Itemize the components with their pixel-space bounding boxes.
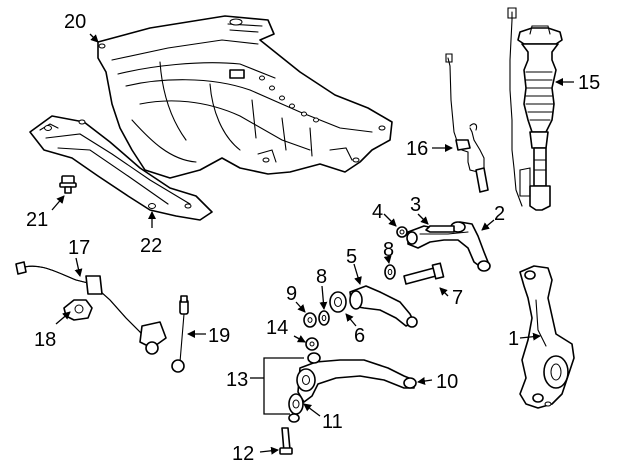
bracket-13: [263, 357, 304, 415]
leader-17: [74, 257, 83, 277]
lower-arm-bolt: [279, 427, 293, 455]
lower-arm-washer: [307, 352, 321, 364]
callout-9: 9: [286, 283, 297, 305]
callout-8b: 8: [316, 266, 327, 288]
leader-6: [345, 313, 357, 327]
lower-arm-bushing: [288, 393, 304, 423]
callout-5: 5: [346, 246, 357, 268]
air-strut: [507, 7, 563, 211]
lower-control-arm: [296, 359, 417, 403]
callout-6: 6: [354, 325, 365, 347]
steering-knuckle: [519, 265, 575, 409]
subframe: [97, 15, 393, 179]
leader-8a: [383, 255, 392, 264]
leader-21: [51, 195, 65, 211]
leader-3: [417, 213, 429, 225]
washer-upper: [384, 264, 396, 280]
leader-8b: [319, 285, 328, 310]
lower-arm-nut: [305, 337, 319, 351]
callout-18: 18: [34, 329, 56, 351]
callout-8a: 8: [383, 239, 394, 261]
tension-strut: [329, 285, 418, 328]
callout-19: 19: [208, 325, 230, 347]
callout-16: 16: [406, 138, 428, 160]
callout-2: 2: [494, 203, 505, 225]
callout-4: 4: [372, 201, 383, 223]
leader-14: [293, 335, 306, 343]
callout-14: 14: [266, 317, 288, 339]
leader-11: [303, 403, 321, 417]
stabilizer-bar: [15, 261, 167, 355]
callout-20: 20: [64, 11, 86, 33]
callout-22: 22: [140, 235, 162, 257]
cam-bolt: [403, 262, 445, 285]
stabilizer-bushing: [63, 299, 93, 321]
callout-7: 7: [452, 287, 463, 309]
sensor-wire: [445, 53, 489, 193]
upper-arm-bolt: [425, 225, 455, 233]
leader-4: [383, 213, 397, 227]
subframe-bolt: [59, 175, 77, 194]
callout-17: 17: [68, 237, 90, 259]
cross-brace: [29, 115, 213, 221]
leader-20: [89, 33, 99, 43]
callout-15: 15: [578, 72, 600, 94]
leader-5: [353, 263, 362, 285]
leader-1: [519, 332, 541, 341]
callout-1: 1: [508, 328, 519, 350]
callout-12: 12: [232, 443, 254, 465]
leader-2: [481, 219, 495, 231]
washer-lower: [318, 310, 330, 326]
stabilizer-link: [171, 295, 189, 373]
leader-18: [55, 311, 71, 325]
leader-9: [295, 301, 306, 313]
leader-10: [417, 377, 433, 385]
callout-13: 13: [226, 369, 248, 391]
leader-7: [439, 287, 449, 297]
cam-nut: [303, 312, 317, 328]
upper-arm-nut: [396, 226, 408, 238]
callout-11: 11: [322, 411, 343, 433]
callout-10: 10: [436, 371, 458, 393]
leader-12: [259, 446, 279, 455]
callout-3: 3: [410, 194, 421, 216]
callout-21: 21: [26, 209, 48, 231]
